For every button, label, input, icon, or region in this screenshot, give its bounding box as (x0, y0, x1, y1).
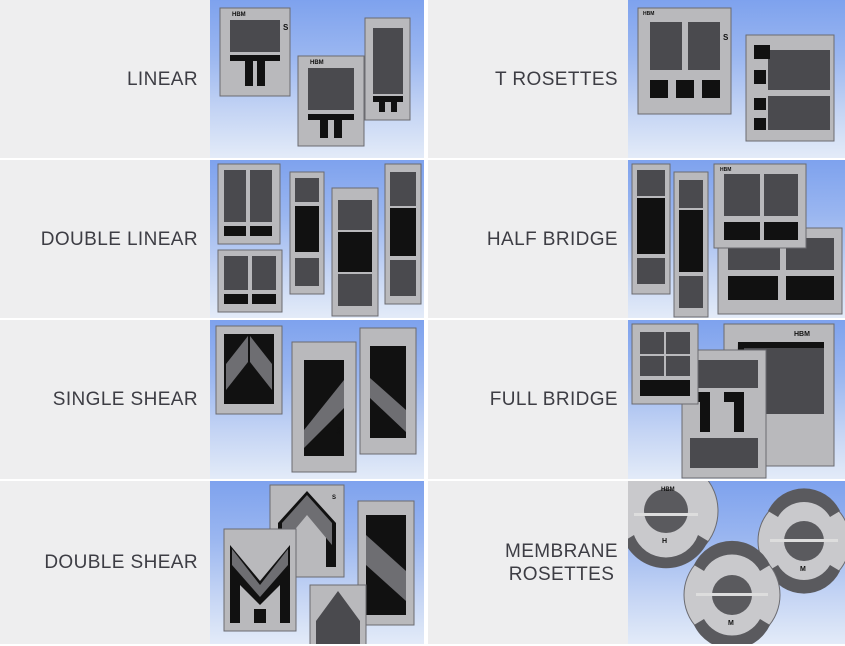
linear-gauges-illustration: HBM S HBM (219, 7, 411, 147)
membrane-rosettes-gauges-image: HBM H M M (628, 481, 845, 646)
gauge-type-label: T ROSETTES (495, 68, 618, 90)
svg-text:S: S (283, 23, 289, 32)
gauge-type-label: HALF BRIDGE (486, 228, 618, 250)
full-bridge-illustration: HBM (631, 323, 835, 479)
double-linear-gauges-image (210, 160, 426, 320)
gauge-type-label: DOUBLE SHEAR (44, 552, 198, 573)
double-shear-gauges-image: S (210, 481, 426, 646)
gauge-type-label: LINEAR (126, 68, 198, 90)
membrane-rosettes-illustration: HBM H M M (628, 481, 845, 644)
svg-text:S: S (336, 426, 342, 436)
svg-text:HBM: HBM (232, 12, 246, 18)
svg-text:HBM: HBM (661, 487, 675, 493)
single-shear-gauges-image: S (210, 320, 426, 481)
half-bridge-illustration: HBM (631, 163, 843, 318)
t-rosettes-gauges-image: HBM S (628, 0, 845, 160)
gauge-type-label: DOUBLE LINEAR (40, 228, 198, 250)
svg-text:M: M (800, 566, 806, 573)
svg-text:HBM: HBM (794, 331, 810, 338)
label-full-bridge: FULL BRIDGE (426, 320, 628, 481)
label-linear: LINEAR (0, 0, 210, 160)
svg-text:HBM: HBM (310, 60, 324, 66)
svg-text:M: M (728, 620, 734, 627)
gauge-type-label: MEMBRANE ROSETTES (505, 540, 618, 585)
linear-gauges-image: HBM S HBM (210, 0, 426, 160)
svg-text:S: S (723, 33, 729, 42)
svg-text:HBM: HBM (720, 167, 731, 173)
gauge-type-label: FULL BRIDGE (489, 389, 618, 410)
gauge-type-label: SINGLE SHEAR (52, 389, 198, 410)
svg-text:HBM: HBM (643, 11, 654, 17)
label-membrane-rosettes: MEMBRANE ROSETTES (426, 481, 628, 646)
t-rosettes-illustration: HBM S (637, 7, 835, 142)
single-shear-illustration: S (215, 325, 417, 473)
label-double-shear: DOUBLE SHEAR (0, 481, 210, 646)
double-shear-illustration: S (223, 484, 415, 644)
double-linear-illustration (217, 163, 422, 317)
label-half-bridge: HALF BRIDGE (426, 160, 628, 320)
label-single-shear: SINGLE SHEAR (0, 320, 210, 481)
label-t-rosettes: T ROSETTES (426, 0, 628, 160)
label-double-linear: DOUBLE LINEAR (0, 160, 210, 320)
half-bridge-gauges-image: HBM (628, 160, 845, 320)
full-bridge-gauges-image: HBM (628, 320, 845, 481)
svg-text:H: H (662, 538, 667, 545)
svg-text:S: S (332, 495, 336, 501)
